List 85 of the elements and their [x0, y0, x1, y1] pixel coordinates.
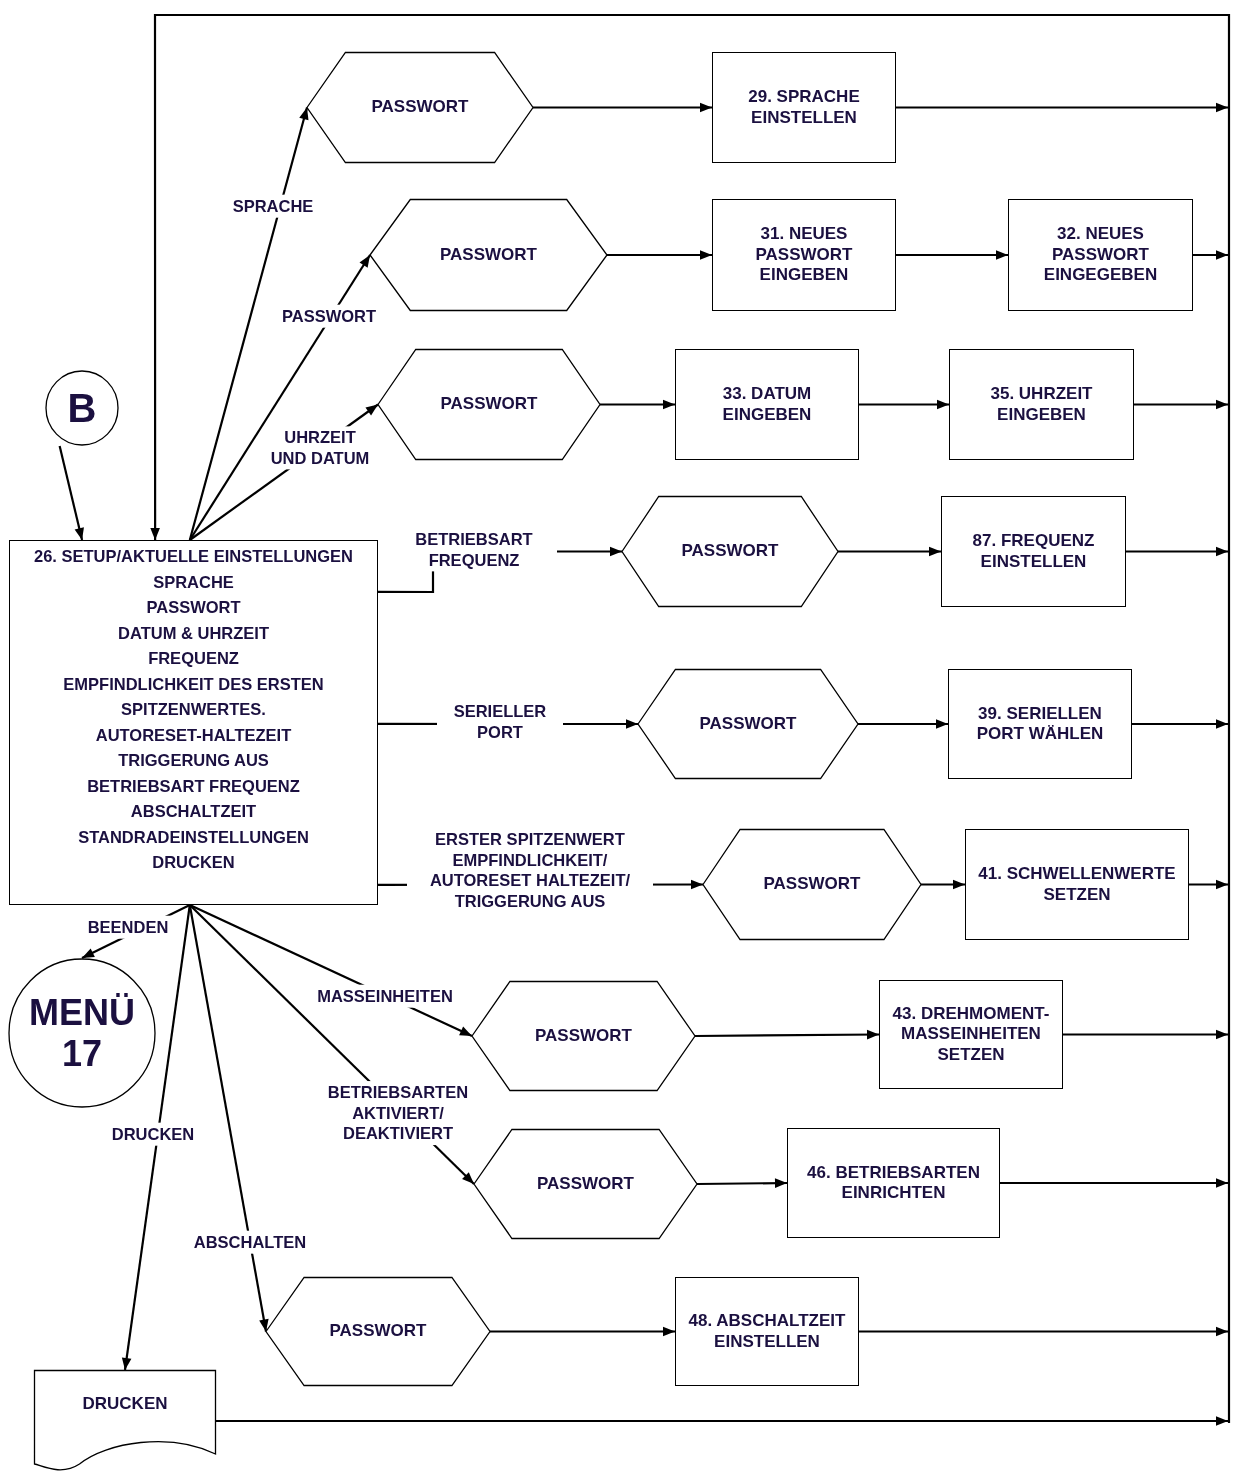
- arrow: [58, 445, 84, 541]
- arrow: [859, 1326, 1228, 1337]
- node-text: TRIGGERUNG AUS: [118, 750, 269, 771]
- process-box: [1008, 199, 1193, 311]
- node-text: PASSWORT: [763, 874, 861, 895]
- node-text: PASSWORT: [146, 597, 241, 618]
- node-text: PASSWORT: [699, 713, 797, 735]
- arrow: [858, 719, 948, 729]
- arrow: [216, 1416, 1228, 1426]
- arrow: [188, 107, 309, 541]
- node-text: PASSWORT: [440, 244, 537, 266]
- arrow: [1126, 546, 1228, 557]
- node-text: AUTORESET-HALTEZEIT: [95, 724, 292, 746]
- node-text: 26. SETUP/AKTUELLE EINSTELLUNGEN: [33, 546, 353, 567]
- arrow: [921, 879, 965, 890]
- node-text: PASSWORT: [681, 541, 779, 562]
- arrow: [695, 1029, 879, 1040]
- process-box: [948, 669, 1132, 779]
- password-hexagon: [266, 1277, 490, 1386]
- document-shape: [34, 1370, 216, 1472]
- node-text: SPRACHE: [153, 571, 234, 593]
- password-hexagon: [622, 496, 838, 607]
- arrow: [1134, 399, 1228, 410]
- node-text: 41. SCHWELLENWERTE SETZEN: [977, 864, 1177, 905]
- password-hexagon: [472, 981, 695, 1091]
- node-text: FREQUENZ: [148, 648, 239, 669]
- password-hexagon: [370, 199, 607, 311]
- node-text: DRUCKEN: [82, 1394, 168, 1415]
- process-box: [941, 496, 1126, 607]
- process-box: [965, 829, 1189, 940]
- arrow: [896, 250, 1008, 260]
- arrow: [150, 13, 1231, 1423]
- arrow: [1000, 1178, 1228, 1188]
- node-text: PASSWORT: [535, 1025, 632, 1047]
- arrow: [859, 399, 949, 410]
- arrow: [1193, 250, 1228, 260]
- process-box: [675, 349, 859, 460]
- arrow: [188, 254, 371, 541]
- arrow: [896, 102, 1228, 113]
- node-text: 87. FREQUENZ EINSTELLEN: [971, 531, 1096, 572]
- node-text: DATUM & UHRZEIT: [118, 622, 269, 644]
- arrow: [490, 1326, 675, 1337]
- connector-circle: [45, 370, 119, 446]
- arrow: [1063, 1029, 1228, 1040]
- password-hexagon: [638, 669, 858, 779]
- process-box: [879, 980, 1063, 1089]
- password-hexagon: [378, 349, 600, 460]
- node-text: 48. ABSCHALTZEIT EINSTELLEN: [687, 1311, 847, 1352]
- node-text: PASSWORT: [440, 394, 538, 415]
- node-text: DRUCKEN: [152, 852, 235, 873]
- password-hexagon: [703, 829, 921, 940]
- node-text: MENÜ 17: [29, 991, 135, 1075]
- node-text: BETRIEBSART FREQUENZ: [87, 775, 300, 797]
- node-text: 46. BETRIEBSARTEN EINRICHTEN: [806, 1162, 981, 1204]
- node-text: EMPFINDLICHKEIT DES ERSTEN SPITZENWERTES.: [62, 673, 325, 720]
- node-text: ABSCHALTZEIT: [130, 801, 257, 822]
- arrow: [697, 1178, 787, 1188]
- arrow: [607, 250, 712, 260]
- arrow: [1132, 719, 1228, 729]
- node-text: 35. UHRZEIT EINGEBEN: [989, 384, 1094, 425]
- arrow: [533, 102, 712, 113]
- node-text: 39. SERIELLEN PORT WÄHLEN: [975, 703, 1105, 745]
- process-box: [787, 1128, 1000, 1238]
- password-hexagon: [474, 1129, 697, 1239]
- node-text: 29. SPRACHE EINSTELLEN: [747, 87, 861, 128]
- process-box: [9, 540, 378, 905]
- node-text: PASSWORT: [371, 97, 469, 118]
- process-box: [675, 1277, 859, 1386]
- process-box: [949, 349, 1134, 460]
- node-text: PASSWORT: [329, 1321, 427, 1342]
- password-hexagon: [307, 52, 533, 163]
- node-text: 32. NEUES PASSWORT EINGEGEBEN: [1042, 224, 1159, 286]
- connector-circle: [8, 958, 156, 1108]
- node-text: PASSWORT: [537, 1173, 634, 1195]
- arrow: [1189, 879, 1228, 890]
- process-box: [712, 52, 896, 163]
- node-text: STANDRADEINSTELLUNGEN: [78, 826, 309, 848]
- arrow: [121, 904, 191, 1371]
- arrow: [600, 399, 675, 410]
- node-text: 43. DREHMOMENT-MASSEINHEITEN SETZEN: [891, 1003, 1051, 1066]
- node-text: B: [67, 385, 97, 431]
- process-box: [712, 199, 896, 311]
- node-text: 31. NEUES PASSWORT EINGEBEN: [754, 224, 854, 286]
- node-text: 33. DATUM EINGEBEN: [721, 384, 813, 425]
- arrow: [838, 546, 941, 557]
